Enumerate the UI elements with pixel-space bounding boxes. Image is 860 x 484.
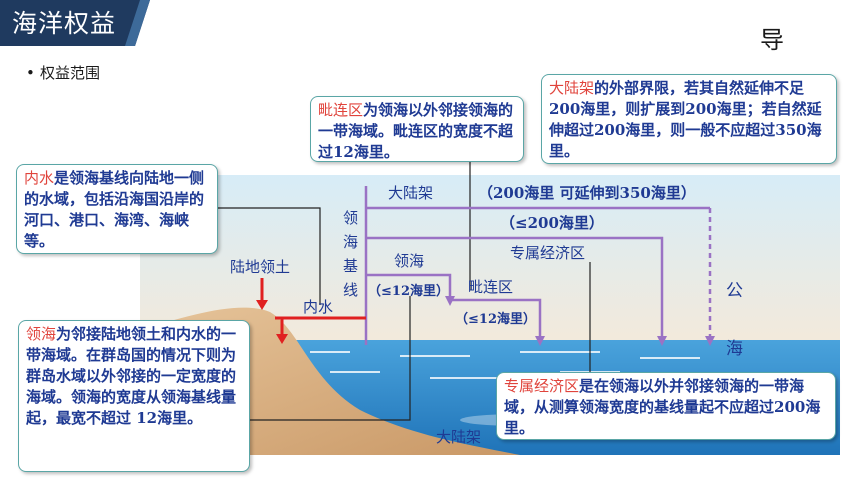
- callout-continental-shelf: 大陆架的外部界限，若其自然延伸不足200海里，则扩展到200海里；若自然延伸超过…: [541, 74, 837, 164]
- shelf-arrowhead: [705, 336, 715, 346]
- label-eez-limit: （≤200海里）: [500, 214, 604, 232]
- territorial-arrowhead: [445, 296, 455, 306]
- callout-text: 是领海基线向陆地一侧的水域，包括沿海国沿岸的河口、港口、海湾、海峡等。: [24, 169, 205, 250]
- label-high-seas: 公海: [726, 281, 743, 359]
- callout-contiguous-zone: 毗连区为领海以外邻接领海的一带海域。毗连区的宽度不超过12海里。: [310, 96, 524, 162]
- label-baseline: 领海基线: [343, 209, 359, 299]
- bullet-text: 权益范围: [40, 64, 101, 82]
- label-eez: 专属经济区: [510, 244, 586, 262]
- callout-text: 是在领海以外并邻接领海的一带海域，从测算领海宽度的基线量起不应超过200海里。: [504, 377, 821, 437]
- callout-term: 内水: [24, 169, 55, 187]
- connector-linghai: [250, 296, 411, 421]
- callout-text: 为邻接陆地领土和内水的一带海域。在群岛国的情况下则为群岛水域以外邻接的一定宽度的…: [26, 325, 237, 427]
- title-banner: [0, 0, 150, 46]
- callout-territorial-sea: 领海为邻接陆地领土和内水的一带海域。在群岛国的情况下则为群岛水域以外邻接的一定宽…: [18, 320, 250, 472]
- corner-character: 导: [760, 26, 784, 54]
- eez-arrow: [366, 236, 664, 340]
- callout-term: 专属经济区: [504, 377, 580, 395]
- label-internal-waters: 内水: [303, 298, 334, 316]
- territorial-arrow: [366, 273, 452, 300]
- label-territorial-limit: （≤12海里）: [368, 284, 449, 299]
- callout-text: 为领海以外邻接领海的一带海域。毗连区的宽度不超过12海里。: [318, 101, 514, 161]
- bullet-item: • 权益范围: [26, 62, 100, 83]
- contiguous-arrowhead: [535, 336, 545, 346]
- eez-arrowhead: [657, 336, 667, 346]
- callout-eez: 专属经济区是在领海以外并邻接领海的一带海域，从测算领海宽度的基线量起不应超过20…: [496, 372, 836, 440]
- label-land-territory: 陆地领土: [230, 258, 291, 276]
- callout-text: 的外部界限，若其自然延伸不足200海里，则扩展到200海里；若自然延伸超过200…: [549, 79, 822, 160]
- callout-term: 领海: [26, 325, 57, 343]
- bullet-dot-icon: •: [26, 64, 35, 82]
- callout-term: 毗连区: [318, 101, 364, 119]
- land-arrowhead: [256, 300, 268, 310]
- label-territorial-sea: 领海: [394, 252, 425, 270]
- page-title: 海洋权益: [12, 9, 117, 38]
- label-shelf-bottom: 大陆架: [436, 428, 482, 446]
- callout-term: 大陆架: [549, 79, 595, 97]
- contiguous-arrow: [450, 298, 542, 340]
- inner-water-arrowhead: [276, 334, 288, 344]
- callout-internal-waters: 内水是领海基线向陆地一侧的水域，包括沿海国沿岸的河口、港口、海湾、海峡等。: [16, 164, 218, 254]
- label-contiguous-zone: 毗连区: [468, 278, 514, 296]
- label-contiguous-limit: （≤12海里）: [455, 312, 536, 327]
- connector-neishui: [218, 207, 321, 305]
- label-continental-shelf: 大陆架: [388, 184, 434, 202]
- label-shelf-range: （200海里 可延伸到350海里）: [478, 184, 696, 202]
